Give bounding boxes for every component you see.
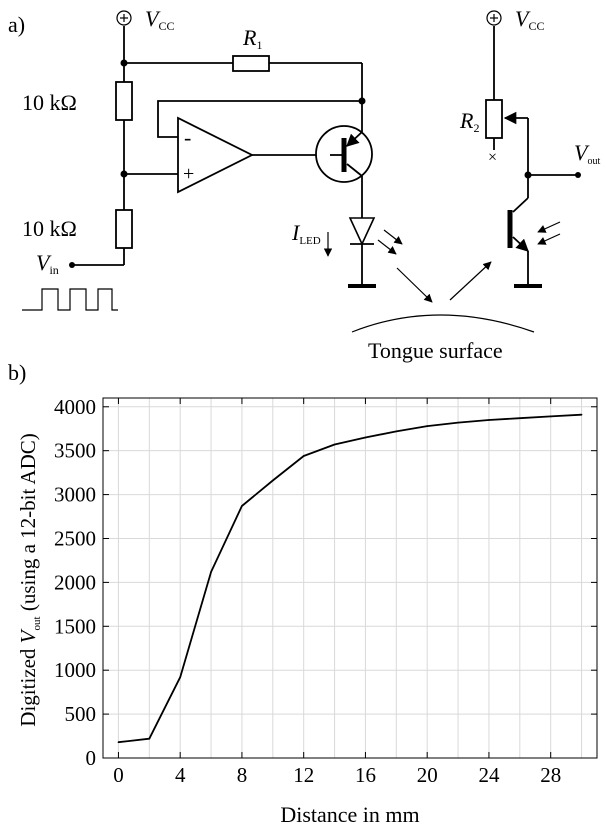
r2-label: R2 (459, 108, 479, 135)
data-point (426, 425, 428, 427)
x-tick-label: 28 (540, 763, 561, 787)
data-point (210, 571, 212, 573)
x-tick-label: 8 (237, 763, 248, 787)
led (348, 217, 376, 246)
resistor-top (115, 81, 133, 121)
no-connect-mark: × (488, 149, 497, 166)
r1-label: R1 (242, 25, 262, 52)
chart-grid (103, 398, 597, 759)
data-point (457, 421, 459, 424)
y-tick-label: 2500 (54, 526, 96, 550)
data-point (395, 430, 398, 433)
potentiometer-r2 (485, 99, 503, 139)
data-point (364, 436, 367, 439)
y-tick-label: 0 (86, 746, 97, 770)
data-point (272, 479, 274, 482)
y-tick-label: 3000 (54, 483, 96, 507)
opamp-minus-sign: - (184, 125, 191, 150)
series-line (118, 413, 582, 744)
resistor-bottom-value: 10 kΩ (22, 216, 77, 241)
tongue-surface-label: Tongue surface (368, 338, 503, 363)
iled-label: ILED (291, 220, 321, 247)
chart-series (117, 413, 583, 744)
data-point (519, 417, 521, 419)
opamp-plus-sign: + (183, 163, 194, 185)
light-reflected-arrow (449, 261, 492, 301)
y-tick-label: 4000 (54, 395, 96, 419)
y-tick-label: 1000 (54, 658, 96, 682)
y-tick-label: 2000 (54, 570, 96, 594)
x-axis-label: Distance in mm (280, 802, 419, 827)
y-tick-label: 1500 (54, 614, 96, 638)
y-tick-label: 500 (65, 702, 97, 726)
panel-a-label: a) (8, 12, 25, 37)
light-emitted-arrow (396, 267, 433, 303)
vcc-right-label: VCC (515, 6, 544, 33)
data-point (549, 415, 552, 418)
op-amp (177, 116, 255, 194)
panel-b-label: b) (8, 360, 26, 385)
data-point (488, 419, 490, 421)
y-tick-label: 3500 (54, 439, 96, 463)
x-tick-label: 24 (478, 763, 500, 787)
x-tick-label: 20 (417, 763, 438, 787)
data-point (241, 505, 243, 507)
chart-ticks: 0 4 8 12 16 20 24 28 0 500 1000 1500 2000 2500 3000 350… (54, 395, 597, 787)
data-point (302, 455, 305, 457)
plot-area-frame (102, 397, 598, 759)
vcc-left-label: VCC (145, 6, 174, 33)
resistor-top-value: 10 kΩ (22, 90, 77, 115)
data-point (148, 737, 151, 740)
data-point (117, 741, 120, 743)
data-point (580, 413, 583, 416)
vcc-supply-right-icon (486, 10, 502, 26)
tongue-surface-curve (351, 314, 535, 333)
vcc-supply-left-icon (116, 10, 132, 26)
y-axis-label: Digitized Vout (using a 12-bit ADC) (16, 433, 43, 726)
x-tick-label: 4 (175, 763, 186, 787)
x-tick-label: 16 (355, 763, 376, 787)
circuit-diagram: a) VCC 10 kΩ 10 kΩ Vin R1 (8, 6, 600, 363)
x-tick-label: 0 (113, 763, 124, 787)
data-point (333, 443, 336, 446)
x-tick-label: 12 (293, 763, 314, 787)
square-wave-input (22, 288, 118, 311)
data-point (179, 676, 181, 679)
resistor-bottom (115, 209, 133, 249)
resistor-r1 (232, 55, 270, 72)
vout-label: Vout (574, 140, 600, 167)
vin-label: Vin (36, 250, 59, 277)
